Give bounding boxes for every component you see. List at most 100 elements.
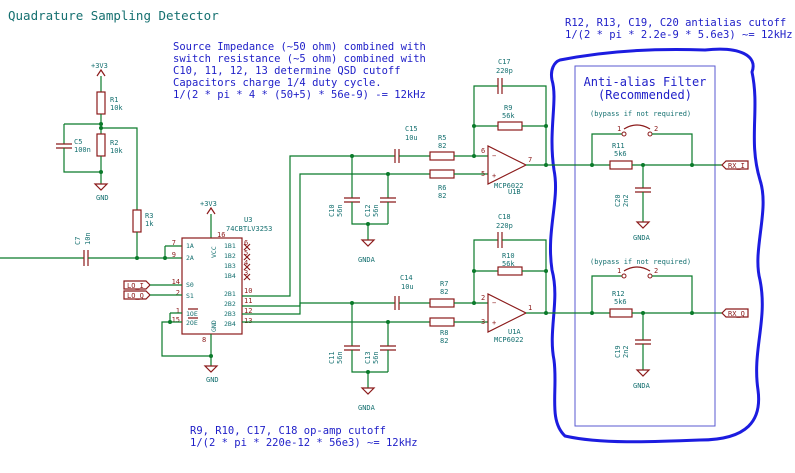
svg-text:R9: R9 (504, 104, 512, 112)
svg-text:82: 82 (438, 192, 446, 200)
opamp-note: R9, R10, C17, C18 op-amp cutoff 1/(2 * p… (190, 425, 418, 449)
svg-text:R7: R7 (440, 280, 448, 288)
svg-text:56n: 56n (336, 351, 344, 364)
svg-text:2B4: 2B4 (224, 320, 236, 328)
svg-text:10u: 10u (405, 134, 418, 142)
svg-text:R10: R10 (502, 252, 515, 260)
svg-text:R12: R12 (612, 290, 625, 298)
svg-text:MCP6022: MCP6022 (494, 336, 524, 344)
lo-q-label: LO_Q (127, 292, 144, 300)
svg-text:C11: C11 (328, 351, 336, 364)
r10 (497, 266, 523, 276)
svg-text:GNDA: GNDA (358, 256, 376, 264)
svg-text:R11: R11 (612, 142, 625, 150)
svg-text:R9, R10, C17, C18 op-amp cuto: R9, R10, C17, C18 op-amp cutoff (190, 425, 386, 437)
filter-box-title: Anti-alias Filter (584, 75, 707, 89)
svg-text:C15: C15 (405, 125, 418, 133)
lo-i-label: LO_I (127, 282, 144, 290)
svg-text:2: 2 (654, 125, 658, 133)
svg-text:C12: C12 (364, 204, 372, 217)
svg-text:56n: 56n (372, 204, 380, 217)
svg-text:2n2: 2n2 (622, 194, 630, 207)
svg-text:1: 1 (617, 125, 621, 133)
svg-text:GNDA: GNDA (633, 382, 651, 390)
svg-text:6: 6 (244, 239, 248, 247)
svg-text:+: + (492, 172, 496, 180)
svg-text:10n: 10n (84, 232, 92, 245)
filter-q: (bypass if not required) 1 2 R12 5k6 C19… (590, 258, 749, 390)
svg-text:U1B: U1B (508, 188, 521, 196)
q-channel: C14 10u R7 82 R8 82 C11 56n C13 56n GNDA… (328, 213, 592, 412)
svg-text:GNDA: GNDA (633, 234, 651, 242)
svg-text:13: 13 (244, 317, 252, 325)
svg-text:7: 7 (172, 239, 176, 247)
r3 (132, 209, 142, 233)
r9 (497, 121, 523, 131)
svg-text:GNDA: GNDA (358, 404, 376, 412)
svg-text:C5: C5 (74, 138, 82, 146)
svg-text:1: 1 (176, 307, 180, 315)
r2 (96, 133, 106, 157)
i-channel: C15 10u R5 82 R6 82 C10 56n C12 56n GNDA… (328, 58, 592, 264)
svg-text:11: 11 (244, 297, 252, 305)
svg-text:82: 82 (440, 337, 448, 345)
svg-text:C10: C10 (328, 204, 336, 217)
qsd-note: Source Impedance (~50 ohm) combined with… (173, 41, 426, 101)
svg-text:1/(2 * pi * 220e-12 * 56e3) ~=: 1/(2 * pi * 220e-12 * 56e3) ~= 12kHz (190, 437, 418, 449)
svg-text:U3: U3 (244, 216, 252, 224)
svg-text:5k6: 5k6 (614, 150, 627, 158)
svg-text:R3: R3 (145, 212, 153, 220)
svg-text:C19: C19 (614, 345, 622, 358)
svg-text:56k: 56k (502, 260, 515, 268)
svg-text:C20: C20 (614, 194, 622, 207)
svg-text:74CBTLV3253: 74CBTLV3253 (226, 225, 272, 233)
svg-text:2n2: 2n2 (622, 345, 630, 358)
input-coupling: C7 10n (0, 232, 182, 266)
svg-text:1B1: 1B1 (224, 242, 236, 250)
svg-text:C17: C17 (498, 58, 511, 66)
svg-text:8: 8 (202, 336, 206, 344)
svg-text:16: 16 (217, 231, 225, 239)
svg-text:R6: R6 (438, 184, 446, 192)
svg-text:2: 2 (176, 289, 180, 297)
svg-text:10k: 10k (110, 147, 123, 155)
r6 (429, 169, 455, 179)
svg-text:GND: GND (206, 376, 219, 384)
svg-text:R8: R8 (440, 329, 448, 337)
svg-text:1A: 1A (186, 242, 194, 250)
svg-text:C13: C13 (364, 351, 372, 364)
svg-text:C10, 11, 12, 13 determine QSD: C10, 11, 12, 13 determine QSD cutoff (173, 65, 401, 77)
svg-text:R1: R1 (110, 96, 118, 104)
svg-text:220p: 220p (496, 67, 513, 75)
r7 (429, 298, 455, 308)
svg-text:5: 5 (244, 249, 248, 257)
svg-text:1/(2 * pi * 2.2e-9 * 5.6e3) ~=: 1/(2 * pi * 2.2e-9 * 5.6e3) ~= 12kHz (565, 29, 793, 41)
svg-text:switch resistance (~5 ohm) com: switch resistance (~5 ohm) combined with (173, 53, 426, 65)
svg-text:2A: 2A (186, 254, 194, 262)
filter-box-subtitle: (Recommended) (598, 88, 692, 102)
r11 (609, 160, 633, 170)
svg-text:56n: 56n (372, 351, 380, 364)
mux-routing (242, 155, 430, 323)
r12 (609, 308, 633, 318)
r8 (429, 317, 455, 327)
svg-text:S1: S1 (186, 292, 194, 300)
bias-network: +3V3 R1 10k R2 10k GND C5 100n R3 1k (56, 62, 154, 260)
r1 (96, 91, 106, 115)
svg-text:220p: 220p (496, 222, 513, 230)
svg-text:14: 14 (172, 278, 180, 286)
u3-mux: U3 74CBTLV3253 +3V3 16 VCC GND 8 GND 7 1… (161, 200, 272, 384)
svg-text:1OE: 1OE (186, 310, 198, 318)
svg-text:1: 1 (528, 304, 532, 312)
svg-text:10k: 10k (110, 104, 123, 112)
svg-text:C14: C14 (400, 274, 413, 282)
svg-text:5: 5 (481, 170, 485, 178)
rx-q-label: RX_Q (728, 310, 745, 318)
svg-text:1/(2 * pi * 4 * (50+5) * 56e-9: 1/(2 * pi * 4 * (50+5) * 56e-9) -= 12kHz (173, 89, 426, 101)
svg-text:10u: 10u (401, 283, 414, 291)
filter-i: (bypass if not required) 1 2 R11 5k6 C20… (590, 110, 749, 242)
svg-text:C18: C18 (498, 213, 511, 221)
filter-box (574, 65, 716, 427)
